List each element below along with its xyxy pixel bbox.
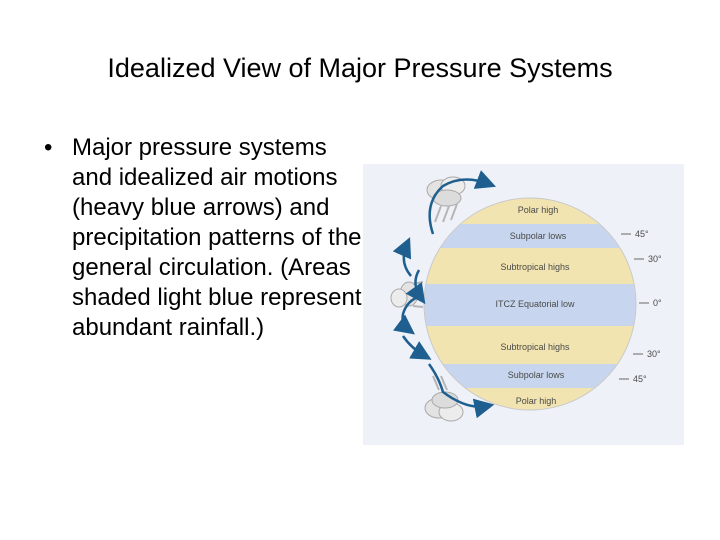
arrow-subpolar-north	[392, 237, 412, 277]
arrow-subtropical-south	[401, 335, 432, 360]
arrow-polar-south	[427, 363, 495, 419]
band-label-subpolar-lows-north: Subpolar lows	[510, 231, 567, 241]
latitude-ticks	[619, 233, 649, 380]
band-subtropical-highs-south	[424, 326, 636, 364]
latitude-label-45s: 45°	[633, 374, 647, 384]
band-subpolar-lows-north	[424, 224, 636, 248]
cloud-icon-south	[424, 375, 464, 422]
pressure-systems-svg: Polar high Subpolar lows Subtropical hig…	[390, 170, 662, 422]
latitude-label-0: 0°	[653, 298, 662, 308]
cloud-icon-north	[426, 176, 466, 223]
band-itcz-equatorial-low	[424, 284, 636, 326]
bullet-marker: •	[44, 134, 53, 161]
band-label-subpolar-lows-south: Subpolar lows	[508, 370, 565, 380]
band-subtropical-highs-north	[424, 248, 636, 284]
arrow-polar-north	[428, 170, 497, 235]
band-label-subtropical-highs-south: Subtropical highs	[500, 342, 570, 352]
band-label-polar-high-south: Polar high	[516, 396, 557, 406]
air-motion-arrows	[392, 170, 497, 419]
arrow-itcz-south	[405, 269, 426, 305]
bullet-text: Major pressure systems and idealized air…	[72, 134, 362, 341]
slide-title: Idealized View of Major Pressure Systems	[107, 53, 613, 83]
pressure-systems-diagram: Polar high Subpolar lows Subtropical hig…	[363, 164, 684, 445]
latitude-label-45n: 45°	[635, 229, 649, 239]
latitude-label-30n: 30°	[648, 254, 662, 264]
latitude-label-30s: 30°	[647, 349, 661, 359]
band-label-subtropical-highs-north: Subtropical highs	[500, 262, 570, 272]
band-label-itcz-equatorial-low: ITCZ Equatorial low	[495, 299, 575, 309]
band-label-polar-high-north: Polar high	[518, 205, 559, 215]
